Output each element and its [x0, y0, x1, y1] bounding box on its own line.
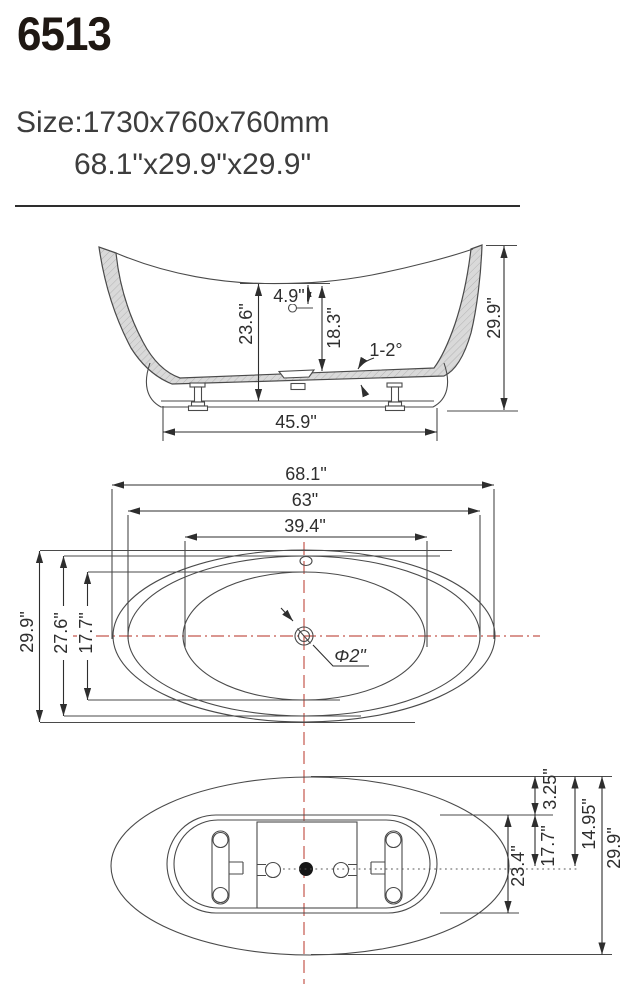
size-imperial-text: 68.1"x29.9"x29.9": [74, 148, 312, 181]
dim-label-base-width: 23.4": [508, 845, 528, 886]
dim-basin-width: 17.7": [76, 571, 340, 701]
bottom-view-drawing: 23.4" 3.25" 17.7" 14.95": [110, 768, 624, 956]
dim-rim-length: 63": [127, 490, 481, 639]
model-number: 6513: [17, 8, 112, 61]
drain-notch: [277, 369, 316, 379]
dim-rim-to-base: 23.6": [236, 284, 263, 401]
header-divider: [15, 205, 520, 207]
tub-foot-left: [187, 382, 209, 412]
dim-overall-width-top: 29.9": [17, 549, 452, 724]
dim-label-interior-depth: 18.3": [324, 307, 344, 348]
mounting-bracket-right: [332, 830, 403, 905]
dim-label-overall-width-bottom: 29.9": [604, 827, 624, 868]
dim-end-to-center: 14.95": [571, 776, 599, 866]
dim-label-end-to-center: 14.95": [579, 798, 599, 849]
size-metric-text: Size:1730x760x760mm: [16, 106, 330, 139]
dim-overall-length: 68.1": [111, 464, 495, 639]
dim-label-basin-length: 39.4": [284, 516, 325, 536]
drain-fitting-under: [290, 382, 306, 391]
tub-skirt: [145, 362, 449, 408]
dim-interior-depth: 18.3": [318, 286, 344, 371]
dim-basin-length: 39.4": [184, 516, 428, 647]
dim-label-rim-length: 63": [292, 490, 318, 510]
dim-overall-width-bottom: 29.9": [598, 776, 624, 955]
dim-overflow-height: 4.9": [271, 285, 313, 313]
dim-label-overall-height: 29.9": [484, 297, 504, 338]
dim-label-end-to-base: 3.25": [540, 768, 560, 809]
dim-label-base-to-center: 17.7": [538, 825, 558, 866]
dim-label-basin-width: 17.7": [76, 612, 96, 653]
dim-label-overall-length: 68.1": [285, 464, 326, 484]
dim-rim-width: 27.6": [51, 555, 440, 717]
top-view-drawing: Φ2" 68.1" 63" 39.4": [17, 464, 540, 724]
dim-floor-slope: 1-2°: [357, 340, 403, 398]
tub-rim-curve: [115, 248, 474, 285]
dim-label-floor-slope: 1-2°: [369, 340, 402, 360]
dim-label-base-length: 45.9": [275, 412, 316, 432]
dim-base-length: 45.9": [162, 406, 438, 441]
side-view-drawing: 4.9" 23.6" 18.3" 1-2°: [98, 244, 518, 441]
dim-label-overall-width: 29.9": [17, 611, 37, 652]
base-outline-outer: [166, 814, 438, 914]
dim-base-width-bottom: 23.4": [504, 815, 528, 913]
drain-symbol: Φ2": [280, 607, 369, 667]
tub-shell-cross-section: [98, 244, 483, 385]
dim-label-rim-to-base: 23.6": [236, 303, 256, 344]
dim-base-to-center: 17.7": [531, 815, 558, 867]
dim-overall-height-side: 29.9": [447, 244, 518, 412]
tub-foot-right: [384, 382, 406, 412]
dim-label-rim-width: 27.6": [51, 612, 71, 653]
dim-end-to-base: 3.25": [531, 768, 560, 815]
overflow-hole: [299, 555, 313, 567]
dim-label-overflow-height: 4.9": [273, 286, 304, 306]
mounting-bracket-left: [211, 830, 282, 905]
dim-label-drain-diameter: Φ2": [334, 646, 367, 666]
